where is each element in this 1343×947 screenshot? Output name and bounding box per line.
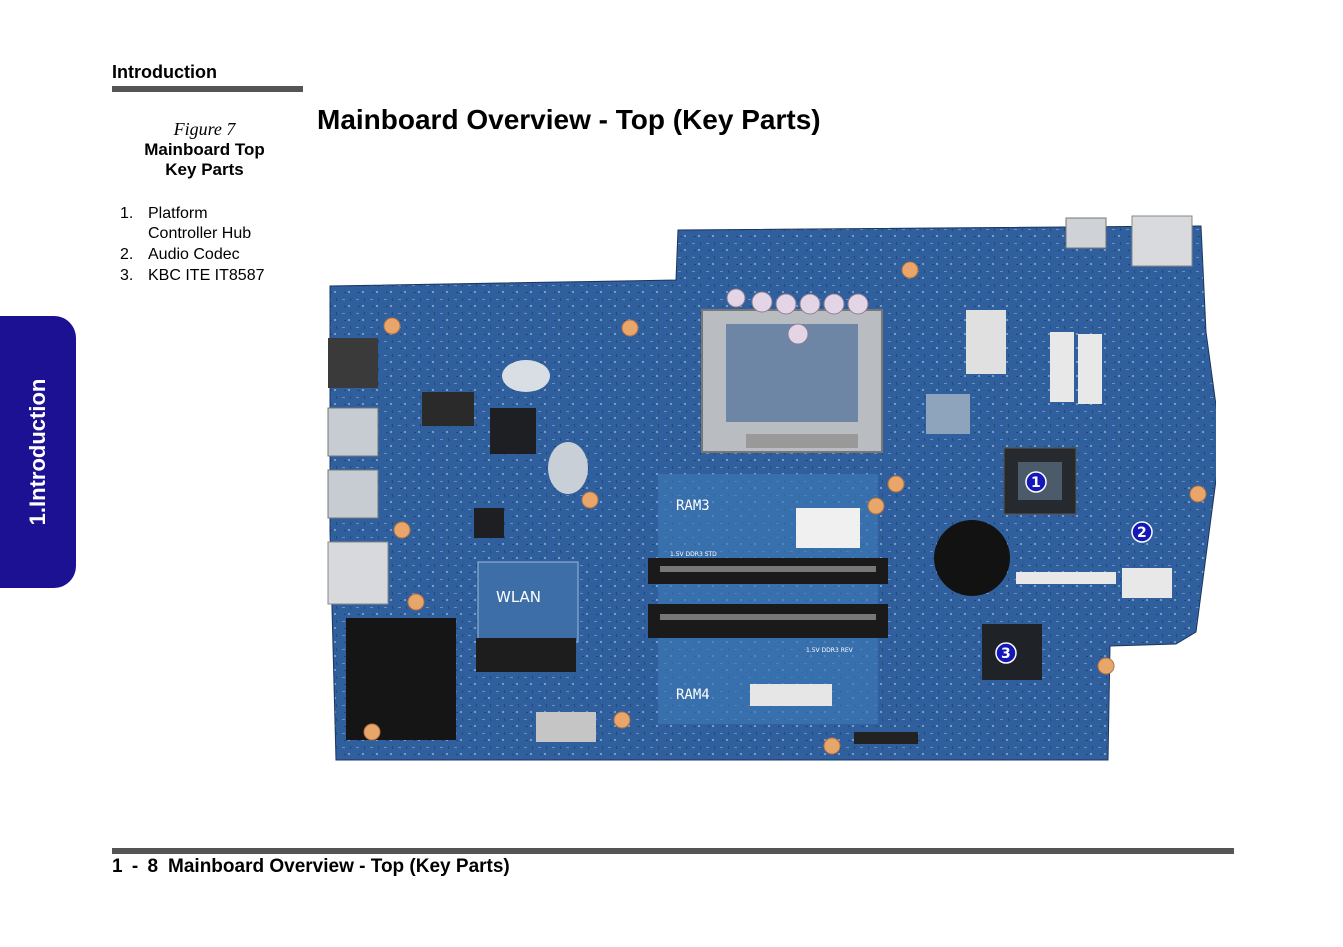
svg-text:1: 1 xyxy=(1031,475,1041,491)
thermal-pad xyxy=(502,360,550,392)
marker-1: 1 xyxy=(1025,471,1047,493)
thermal-pad xyxy=(548,442,588,494)
connector xyxy=(854,732,918,744)
hdmi-port xyxy=(327,541,389,605)
ddr3-std-label: 1.5V DDR3 STD xyxy=(670,551,717,558)
list-item-number: 1. xyxy=(120,205,134,222)
usb-port xyxy=(327,469,379,519)
list-item-label: Audio Codec xyxy=(148,246,240,263)
page-title: Mainboard Overview - Top (Key Parts) xyxy=(317,104,821,135)
page-footer: 1 - 8 Mainboard Overview - Top (Key Parts… xyxy=(112,856,510,878)
ram4-label: RAM4 xyxy=(676,687,710,703)
figure-title-line1: Mainboard Top xyxy=(144,140,265,159)
connector xyxy=(536,712,596,742)
chip xyxy=(474,508,504,538)
footer-rule xyxy=(112,848,1234,854)
list-item: 3. KBC ITE IT8587 xyxy=(120,266,278,286)
connector xyxy=(1016,572,1116,584)
list-item-number: 3. xyxy=(120,267,134,284)
header-rule xyxy=(112,86,303,92)
footer-title: Mainboard Overview - Top (Key Parts) xyxy=(168,856,510,877)
wlan-area xyxy=(477,561,579,643)
svg-text:2: 2 xyxy=(1137,525,1147,541)
ram-slot xyxy=(648,604,888,638)
ram3-label: RAM3 xyxy=(676,498,710,514)
figure-number: Figure 7 xyxy=(173,119,236,139)
wlan-label: WLAN xyxy=(496,588,541,606)
marker-2: 2 xyxy=(1131,521,1153,543)
usb-port xyxy=(327,407,379,457)
connector xyxy=(1050,332,1074,402)
chapter-tab[interactable] xyxy=(0,316,76,588)
list-item-label: Platform Controller Hub xyxy=(148,205,252,242)
cmos-battery xyxy=(934,520,1010,596)
mainboard-photo: RAM3 RAM4 1.5V DDR3 STD 1.5V DDR3 REV WL… xyxy=(327,215,1216,761)
list-item-number: 2. xyxy=(120,246,134,263)
marker-3: 3 xyxy=(995,642,1017,664)
ddr3-rev-label: 1.5V DDR3 REV xyxy=(806,647,854,654)
card-reader xyxy=(346,618,456,740)
wlan-slot xyxy=(476,638,576,672)
chip xyxy=(490,408,536,454)
list-item: 2. Audio Codec xyxy=(120,245,278,265)
key-parts-list: 1. Platform Controller Hub 2. Audio Code… xyxy=(120,204,278,287)
figure-caption: Figure 7 Mainboard Top Key Parts xyxy=(112,118,297,180)
chapter-tab-label: 1.Introduction xyxy=(25,378,50,526)
chip xyxy=(422,392,474,426)
figure-title-line2: Key Parts xyxy=(165,160,244,179)
section-header: Introduction xyxy=(112,62,217,82)
connector xyxy=(1078,334,1102,404)
connector xyxy=(1122,568,1172,598)
page-number: 1 - 8 xyxy=(112,856,159,877)
usb-port-top xyxy=(1065,217,1107,249)
connector xyxy=(966,310,1006,374)
hdmi-port-top xyxy=(1131,215,1193,267)
mounting-holes xyxy=(363,261,1207,755)
ram-label-sticker xyxy=(796,508,860,548)
list-item: 1. Platform Controller Hub xyxy=(120,204,278,244)
svg-text:3: 3 xyxy=(1001,646,1011,662)
list-item-label: KBC ITE IT8587 xyxy=(148,267,265,284)
chip xyxy=(926,394,970,434)
lan-port xyxy=(328,338,378,388)
capacitors xyxy=(726,288,869,345)
